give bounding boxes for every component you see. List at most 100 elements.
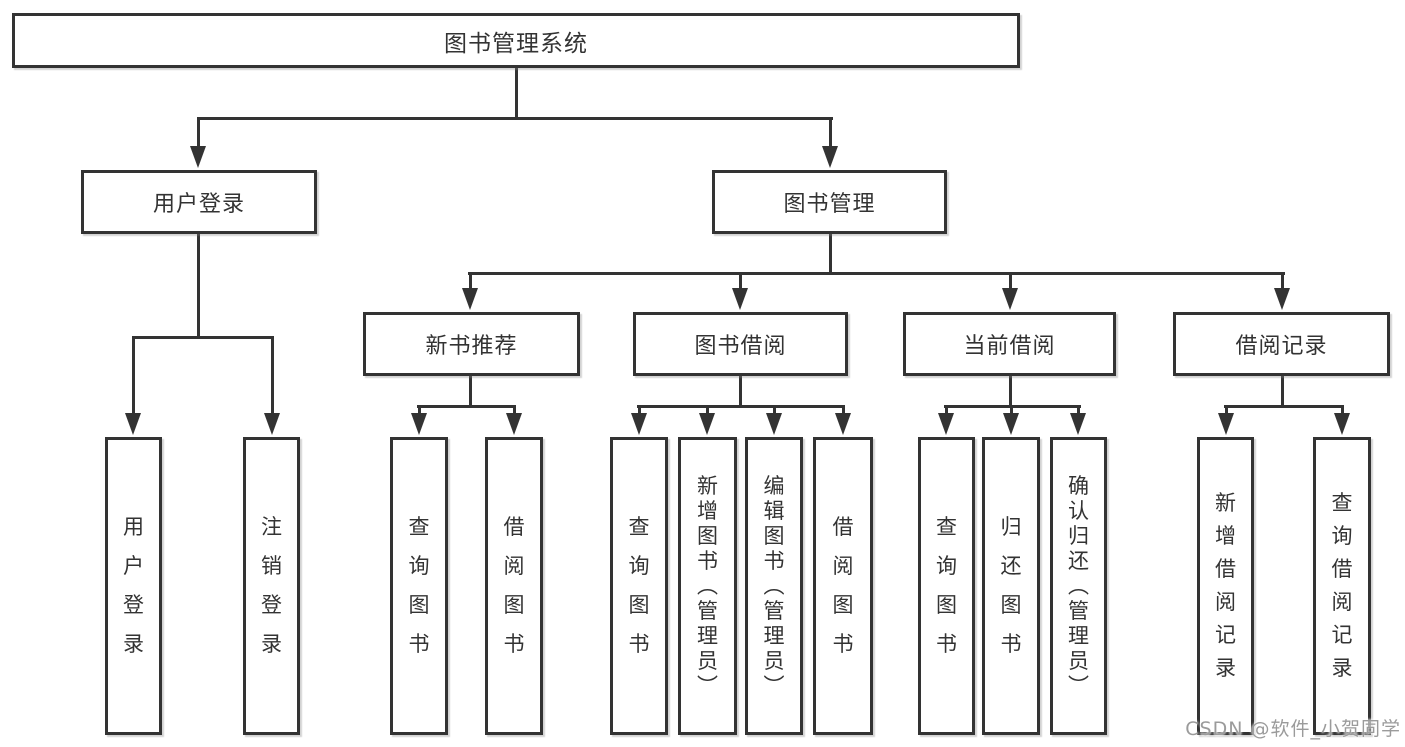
arrowhead-down-icon — [732, 288, 748, 310]
node-current-borrow-label: 当前借阅 — [963, 334, 1056, 359]
node-user-login-label: 用户登录 — [152, 192, 245, 217]
arrowhead-down-icon — [1274, 288, 1290, 310]
vertical-char: 增 — [697, 498, 718, 523]
arrowhead-down-icon — [631, 413, 647, 435]
vertical-char: 理 — [763, 623, 785, 648]
node-user-login: 用户登录 — [81, 170, 317, 234]
connector-line — [1009, 376, 1012, 407]
vertical-char: 登 — [261, 593, 282, 617]
vertical-char: 阅 — [1331, 590, 1353, 614]
connector-line — [1281, 376, 1284, 407]
leaf-return-book-label: 归还图书 — [1001, 446, 1022, 726]
watermark-text: CSDN @软件_小贺同学 — [1185, 718, 1401, 740]
vertical-char: 理 — [1068, 623, 1089, 648]
vertical-char: 图 — [763, 523, 785, 548]
node-book-management: 图书管理 — [712, 170, 947, 234]
vertical-char: 图 — [503, 593, 525, 617]
vertical-char: 书 — [763, 548, 785, 573]
leaf-query-books-borrow-label: 查询图书 — [629, 446, 650, 726]
leaf-return-book: 归还图书 — [982, 437, 1040, 735]
arrowhead-down-icon — [411, 413, 427, 435]
vertical-char: 书 — [936, 632, 957, 656]
leaf-query-books-borrow: 查询图书 — [610, 437, 668, 735]
connector-line — [468, 272, 1285, 275]
arrowhead-down-icon — [699, 413, 715, 435]
vertical-char: 书 — [503, 632, 525, 656]
leaf-logout-label: 注销登录 — [261, 446, 282, 726]
vertical-char: 编 — [763, 473, 785, 498]
arrowhead-down-icon — [1003, 413, 1019, 435]
arrowhead-down-icon — [264, 413, 280, 435]
vertical-char: 增 — [1215, 524, 1236, 548]
vertical-char: 书 — [408, 632, 430, 656]
node-root-label: 图书管理系统 — [444, 30, 588, 57]
node-current-borrow: 当前借阅 — [903, 312, 1116, 376]
vertical-char: 图 — [408, 593, 430, 617]
vertical-char: 图 — [936, 593, 957, 617]
vertical-char: 员 — [697, 648, 718, 673]
leaf-borrow-books-2: 借阅图书 — [813, 437, 873, 735]
connector-line — [469, 376, 472, 407]
vertical-char: 图 — [1000, 593, 1022, 617]
vertical-char: ︵ — [1068, 573, 1089, 598]
vertical-char: 阅 — [503, 554, 525, 578]
vertical-char: 录 — [261, 632, 282, 656]
arrowhead-down-icon — [462, 288, 478, 310]
connector-line — [829, 117, 832, 149]
vertical-char: 书 — [832, 632, 854, 656]
leaf-confirm-return-admin: 确认归还︵管理员︶ — [1050, 437, 1107, 735]
vertical-char: 图 — [832, 593, 854, 617]
vertical-char: 新 — [697, 473, 718, 498]
vertical-char: 查 — [628, 515, 650, 539]
connector-line — [418, 405, 421, 416]
node-new-book-recommend: 新书推荐 — [363, 312, 580, 376]
leaf-query-books-recommend: 查询图书 — [390, 437, 448, 735]
connector-line — [945, 405, 948, 416]
arrowhead-down-icon — [766, 413, 782, 435]
vertical-char: 查 — [936, 515, 957, 539]
vertical-char: 理 — [697, 623, 718, 648]
arrowhead-down-icon — [1218, 413, 1234, 435]
node-borrow-records-label: 借阅记录 — [1235, 334, 1328, 359]
vertical-char: 询 — [1331, 524, 1353, 548]
connector-line — [829, 234, 832, 273]
connector-line — [1225, 405, 1228, 416]
arrowhead-down-icon — [1002, 288, 1018, 310]
connector-line — [197, 117, 833, 120]
vertical-char: 员 — [763, 648, 785, 673]
leaf-borrow-books-recommend-label: 借阅图书 — [504, 446, 525, 726]
node-book-management-label: 图书管理 — [783, 192, 876, 217]
leaf-query-books-recommend-label: 查询图书 — [409, 446, 430, 726]
connector-line — [1077, 405, 1080, 416]
leaf-query-books-current: 查询图书 — [918, 437, 975, 735]
connector-line — [197, 117, 200, 149]
vertical-char: 书 — [697, 548, 718, 573]
connector-line — [842, 405, 845, 416]
node-book-borrow-label: 图书借阅 — [694, 334, 787, 359]
connector-line — [739, 376, 742, 407]
vertical-char: 管 — [763, 598, 785, 623]
vertical-char: 归 — [1000, 515, 1022, 539]
vertical-char: 还 — [1068, 548, 1089, 573]
arrowhead-down-icon — [506, 413, 522, 435]
vertical-char: 查 — [1331, 491, 1353, 515]
vertical-char: 注 — [261, 515, 282, 539]
connector-line — [1224, 405, 1344, 408]
node-book-borrow: 图书借阅 — [633, 312, 848, 376]
leaf-edit-book-admin: 编辑图书︵管理员︶ — [745, 437, 803, 735]
vertical-char: 用 — [123, 515, 144, 539]
vertical-char: 辑 — [763, 498, 785, 523]
leaf-add-book-admin-label: 新增图书︵管理员︶ — [697, 446, 718, 726]
connector-line — [1009, 272, 1012, 290]
connector-line — [271, 336, 274, 415]
vertical-char: 询 — [408, 554, 430, 578]
vertical-char: 图 — [628, 593, 650, 617]
vertical-char: 确 — [1068, 473, 1089, 498]
connector-line — [513, 405, 516, 416]
vertical-char: 记 — [1215, 623, 1236, 647]
vertical-char: 记 — [1331, 623, 1353, 647]
connector-line — [1341, 405, 1344, 416]
vertical-char: 书 — [628, 632, 650, 656]
leaf-user-login: 用户登录 — [105, 437, 162, 735]
